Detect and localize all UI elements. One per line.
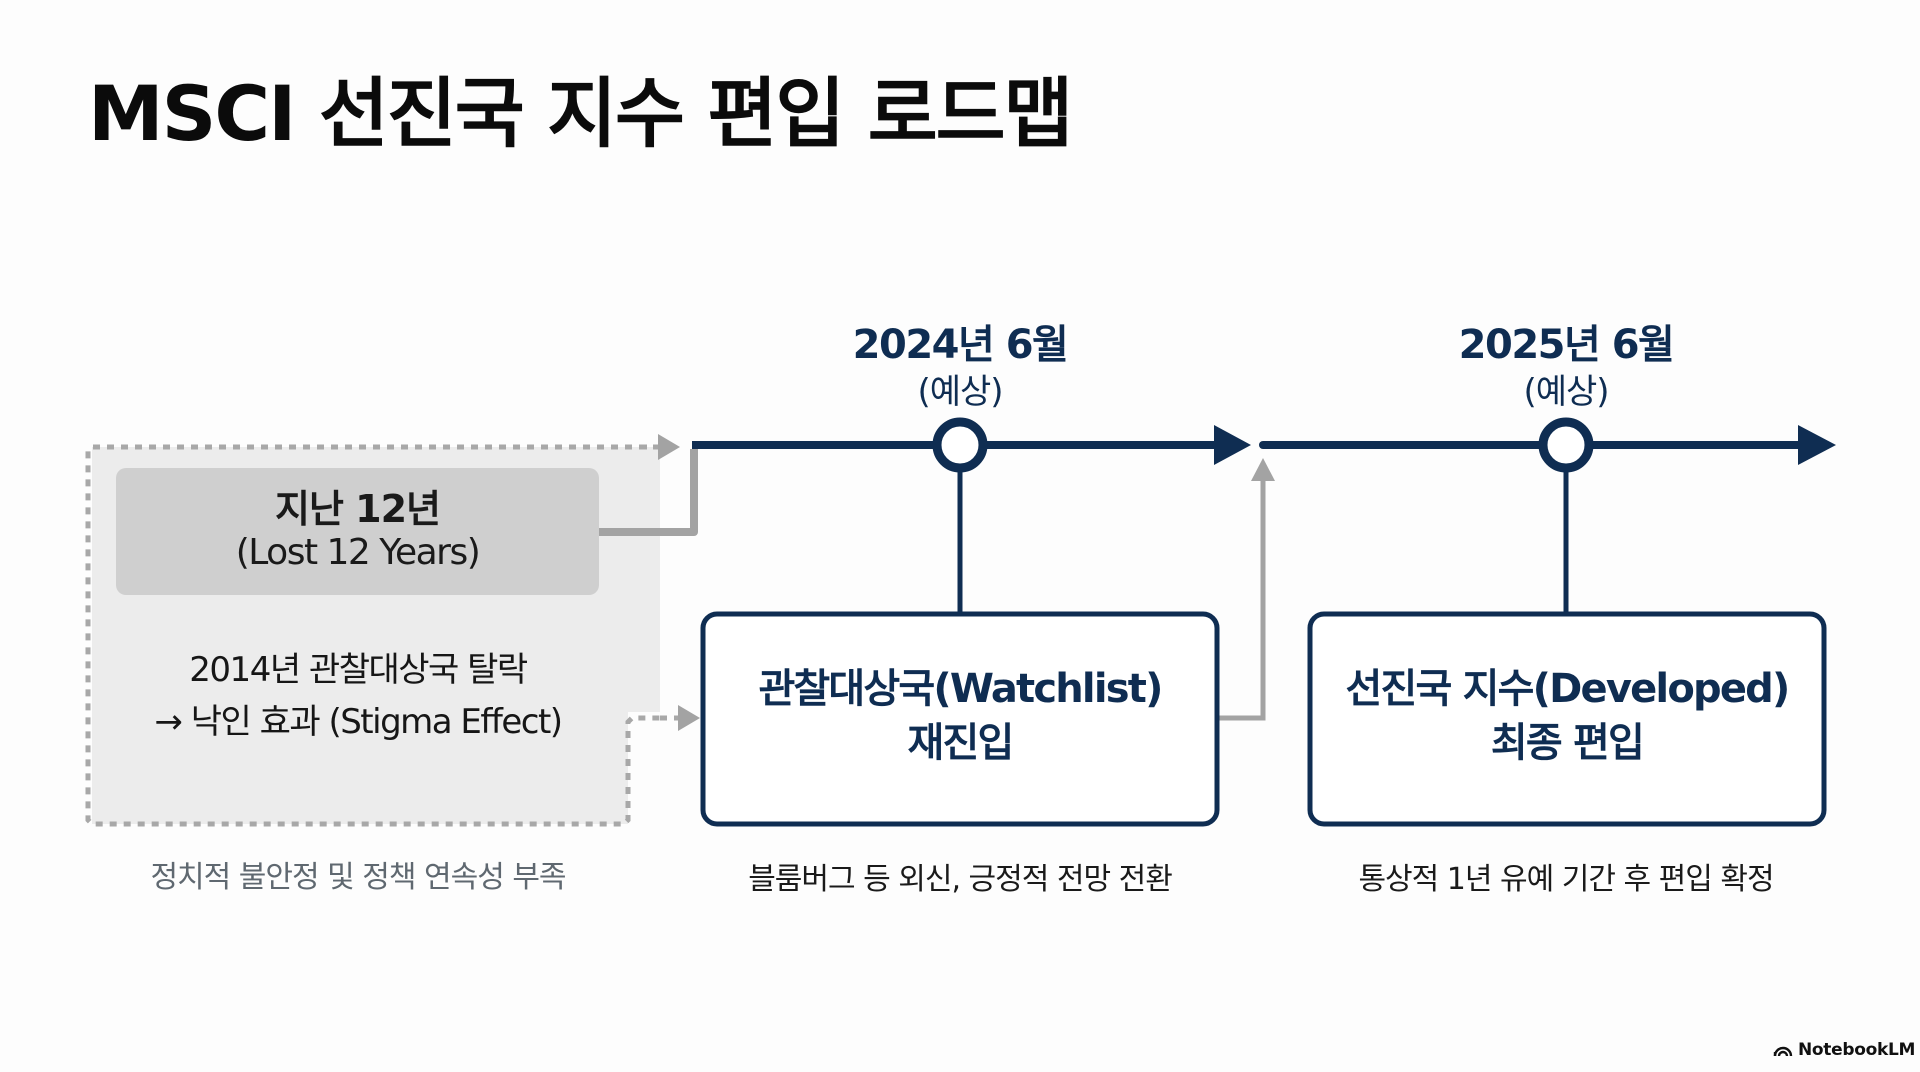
milestone-1-box <box>700 611 1220 827</box>
milestone-1-box-text: 관찰대상국(Watchlist) 재진입 <box>703 662 1217 770</box>
milestone-1-caption: 블룸버그 등 외신, 긍정적 전망 전환 <box>748 862 1173 897</box>
notebooklm-logo-icon <box>1773 1046 1793 1057</box>
gray-connector-to-segment-2 <box>1218 478 1266 721</box>
milestone-2-note: (예상) <box>1523 372 1609 412</box>
gray-arrowhead-up <box>1251 458 1275 481</box>
milestone-2-box-text: 선진국 지수(Developed) 최종 편입 <box>1310 662 1824 770</box>
milestone-1-box-line-2: 재진입 <box>907 720 1015 766</box>
milestone-2-box-line-1: 선진국 지수(Developed) <box>1345 666 1790 712</box>
milestone-2-marker <box>1538 417 1594 473</box>
milestone-1-marker <box>932 417 988 473</box>
brand-watermark: NotebookLM <box>1773 1040 1915 1060</box>
timeline-arrowhead-2 <box>1798 425 1836 465</box>
milestone-1-box-line-1: 관찰대상국(Watchlist) <box>758 666 1163 712</box>
timeline-arrowhead-1 <box>1214 425 1251 465</box>
past-description-line-2: → 낙인 효과 (Stigma Effect) <box>154 702 563 742</box>
milestone-1-note: (예상) <box>917 372 1003 412</box>
page-title: MSCI 선진국 지수 편입 로드맵 <box>88 69 1073 158</box>
past-section-dotted-border <box>85 444 660 827</box>
milestone-2-box-line-2: 최종 편입 <box>1490 720 1645 766</box>
dotted-arrowhead-top <box>658 434 680 460</box>
milestone-1-date: 2024년 6월 <box>852 322 1069 368</box>
brand-label: NotebookLM <box>1798 1040 1916 1060</box>
milestone-2-date: 2025년 6월 <box>1458 322 1675 368</box>
milestone-2-box <box>1307 611 1827 827</box>
past-heading-box <box>116 468 599 595</box>
gray-connector-to-timeline <box>599 449 698 536</box>
past-description-line-1: 2014년 관찰대상국 탈락 <box>189 650 528 690</box>
past-heading: 지난 12년 <box>275 487 441 531</box>
past-description: 2014년 관찰대상국 탈락 → 낙인 효과 (Stigma Effect) <box>92 644 624 748</box>
past-caption: 정치적 불안정 및 정책 연속성 부족 <box>150 860 566 895</box>
dotted-arrowhead-bottom <box>678 705 700 731</box>
past-heading-en: (Lost 12 Years) <box>235 532 481 573</box>
milestone-2-caption: 통상적 1년 유예 기간 후 편입 확정 <box>1358 862 1774 897</box>
